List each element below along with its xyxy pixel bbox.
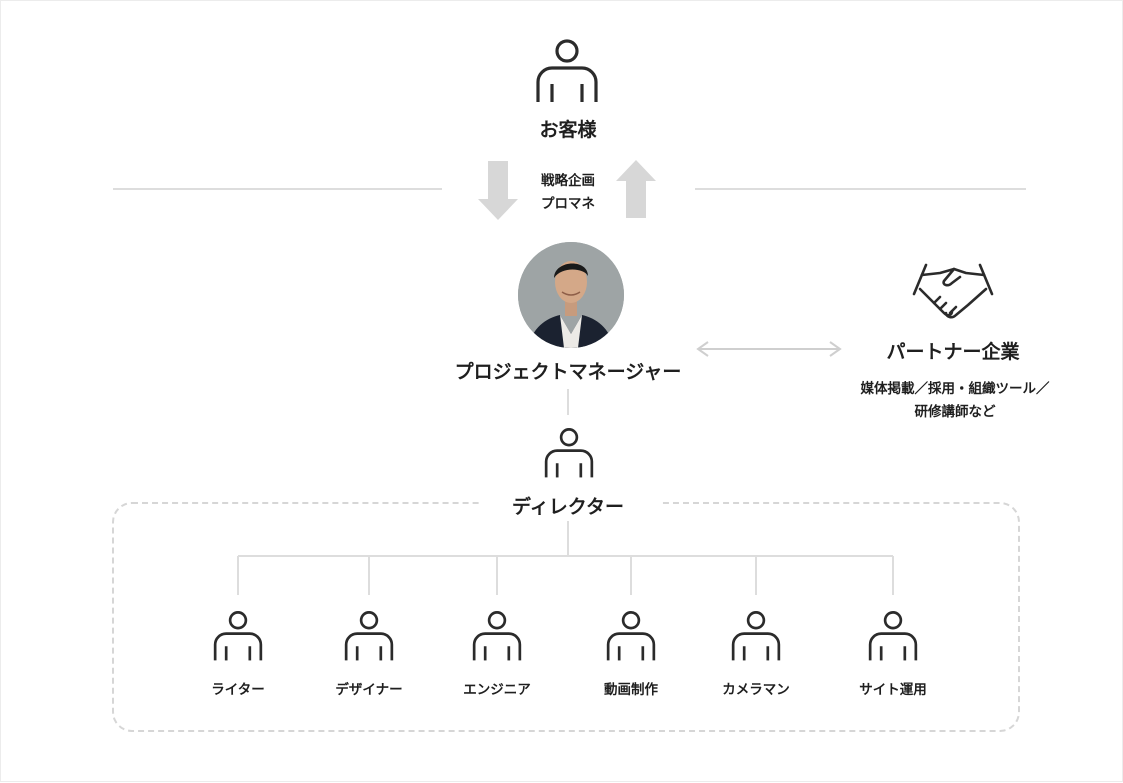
- arrow-down-icon: [478, 161, 518, 220]
- double-arrow-icon: [696, 341, 842, 357]
- project-manager-avatar: [518, 242, 624, 348]
- flow-label-line2: プロマネ: [541, 196, 595, 212]
- partner-label: パートナー企業: [886, 341, 1020, 363]
- team-member-label: サイト運用: [859, 682, 927, 698]
- team-member-label: 動画制作: [604, 682, 658, 698]
- flow-label: 戦略企画 プロマネ: [541, 170, 595, 216]
- partner-desc-line1: 媒体掲載／採用・組織ツール／: [860, 381, 1050, 397]
- team-member-person-icon: [213, 611, 263, 661]
- team-member-label: カメラマン: [722, 682, 790, 698]
- handshake-icon: [912, 263, 994, 319]
- director-person-icon: [544, 428, 594, 478]
- team-member-person-icon: [868, 611, 918, 661]
- team-member-person-icon: [606, 611, 656, 661]
- box-gap: [481, 497, 659, 509]
- project-manager-label: プロジェクトマネージャー: [454, 361, 682, 383]
- director-label: ディレクター: [512, 496, 624, 518]
- partner-description: 媒体掲載／採用・組織ツール／ 研修講師など: [861, 378, 1050, 424]
- team-member-label: デザイナー: [335, 682, 403, 698]
- team-member-person-icon: [472, 611, 522, 661]
- team-drop-lines: [237, 556, 894, 595]
- team-member-person-icon: [731, 611, 781, 661]
- flow-label-line1: 戦略企画: [541, 173, 595, 189]
- client-person-icon: [536, 39, 598, 102]
- team-member-label: ライター: [211, 682, 265, 698]
- client-label: お客様: [539, 119, 597, 141]
- team-member-person-icon: [344, 611, 394, 661]
- avatar-photo: [518, 242, 624, 348]
- arrow-up-icon: [616, 160, 656, 218]
- team-member-label: エンジニア: [463, 682, 531, 698]
- partner-desc-line2: 研修講師など: [914, 404, 996, 420]
